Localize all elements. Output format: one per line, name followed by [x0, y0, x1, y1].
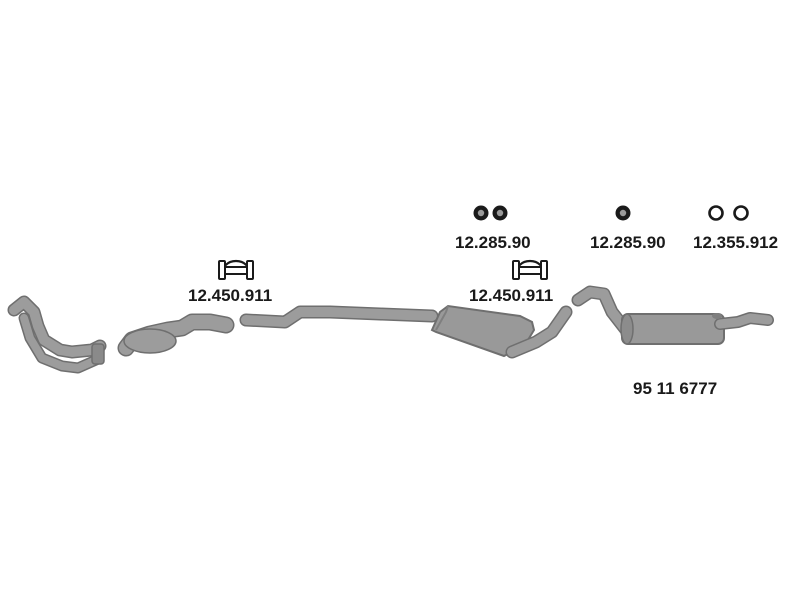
seal-ring-icon: [708, 205, 749, 221]
middle-silencer: [430, 304, 573, 359]
rubber-mount-pair-part-number: 12.285.90: [455, 233, 531, 252]
rear-silencer-part-number: 95 11 6777: [633, 379, 718, 398]
rubber-mount-icon: [473, 205, 508, 221]
rubber-mount-single-part-number: 12.285.90: [590, 233, 666, 252]
front-downpipe: [7, 295, 107, 374]
clamp-icon: [512, 259, 548, 280]
clamp-icon: [218, 259, 254, 280]
middle-pipe: [239, 305, 439, 329]
rear-silencer: [571, 285, 774, 345]
clamp-front-part-number: 12.450.911: [188, 286, 273, 305]
rubber-mount-icon: [615, 205, 631, 221]
seal-rings-part-number: 12.355.912: [693, 233, 779, 252]
front-intermediate-pipe: [117, 313, 235, 357]
clamp-rear-part-number: 12.450.911: [469, 286, 554, 305]
